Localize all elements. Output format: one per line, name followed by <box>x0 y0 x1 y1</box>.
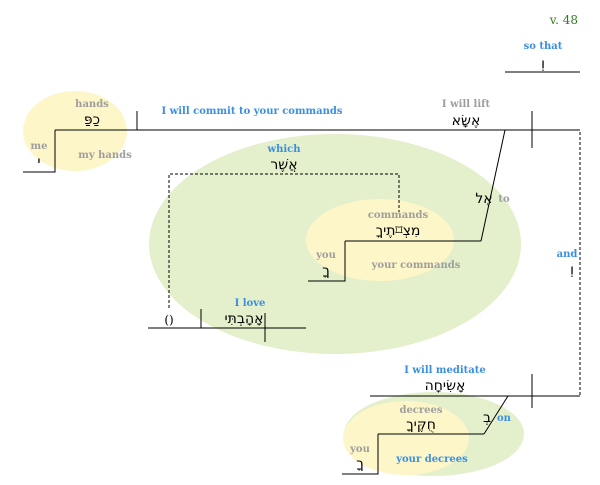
your-decrees-gloss: your decrees <box>395 454 468 465</box>
love-hebrew: אָהָבְתִּי <box>225 311 264 327</box>
decrees-hebrew: חֻקֶּיךָ <box>406 417 436 433</box>
me-hebrew: י <box>37 154 40 170</box>
and-hebrew: וְ <box>570 262 574 278</box>
decrees-gloss: decrees <box>399 405 442 416</box>
commit-gloss: I will commit to your commands <box>161 106 342 117</box>
me-gloss: me <box>31 141 48 152</box>
meditate-gloss: I will meditate <box>404 365 485 376</box>
commands-gloss: commands <box>368 210 429 221</box>
to-hebrew: אֶל <box>475 191 492 207</box>
verse-number: v. 48 <box>549 13 578 27</box>
meditate-hebrew: אָשִׂיחָה <box>425 378 466 394</box>
you-gloss-decrees: you <box>349 444 370 455</box>
so-that-hebrew: וְ <box>541 56 545 72</box>
so-that-gloss: so that <box>524 41 563 52</box>
phrase-ellipse-your-decrees <box>343 401 469 475</box>
lift-hebrew: אֶשָּׂא <box>452 113 481 129</box>
to-gloss: to <box>498 194 510 205</box>
my-hands-gloss: my hands <box>78 150 132 161</box>
on-hebrew: בְ <box>483 410 491 426</box>
you-hebrew-commands: ךָ <box>322 263 330 279</box>
on-gloss: on <box>497 413 512 424</box>
phrase-ellipse-my-hands <box>23 91 127 171</box>
phrase-ellipse-your-commands <box>306 199 454 281</box>
you-hebrew-decrees: ךָ <box>356 456 364 472</box>
commands-hebrew: מִצְ⌑תֶיךָ <box>376 223 421 239</box>
to-diagonal <box>480 129 506 242</box>
love-placeholder: () <box>164 313 173 327</box>
commands-suffix-stair <box>308 241 346 282</box>
your-commands-gloss: your commands <box>371 260 461 271</box>
hands-hebrew: כַפַּ <box>84 112 100 128</box>
which-hebrew: אֲשֶׁר <box>270 157 297 173</box>
you-gloss-commands: you <box>315 250 336 261</box>
on-diagonal <box>483 395 509 435</box>
lift-gloss: I will lift <box>442 99 491 110</box>
which-gloss: which <box>266 144 301 155</box>
hands-gloss: hands <box>75 99 109 110</box>
hands-suffix-stair <box>23 130 56 173</box>
and-gloss: and <box>557 249 578 260</box>
love-gloss: I love <box>235 298 266 309</box>
which-dashed-connector <box>168 173 400 308</box>
decrees-suffix-stair <box>342 434 379 475</box>
